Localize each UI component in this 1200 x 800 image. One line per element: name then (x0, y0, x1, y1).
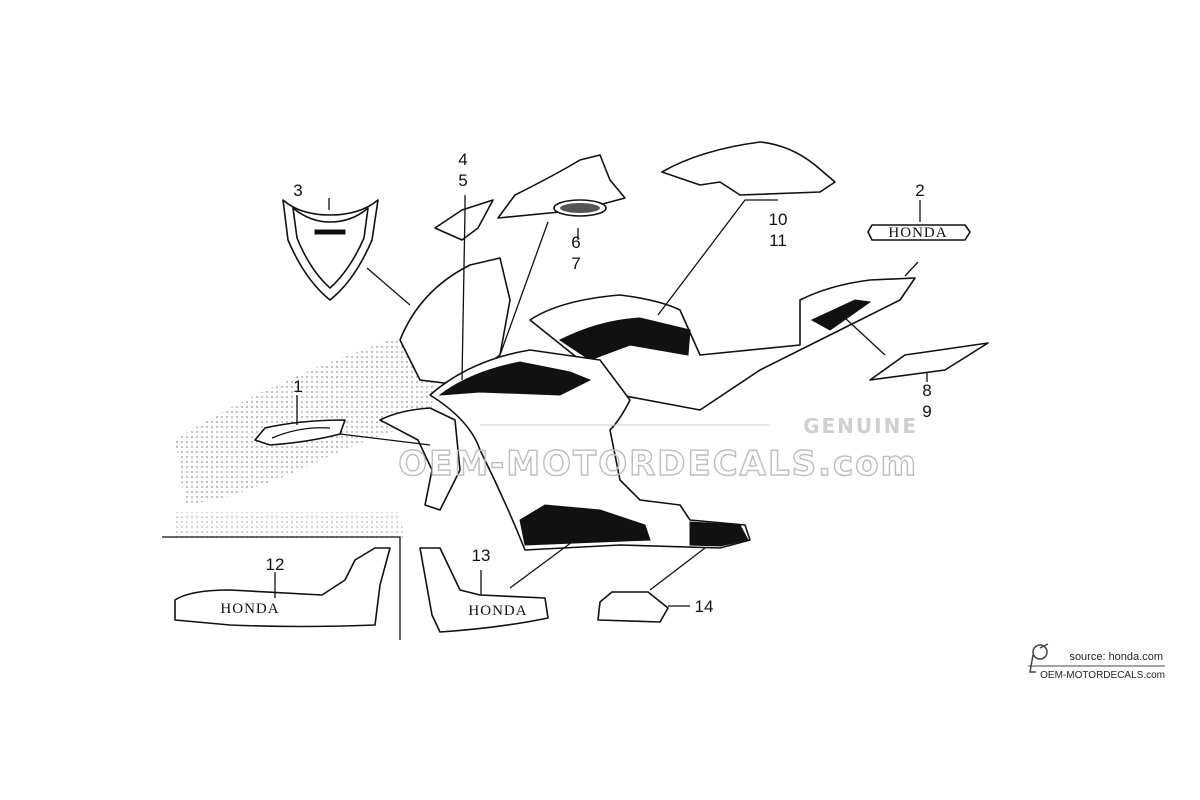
decal-part-13[interactable]: HONDA (419, 547, 549, 633)
callout-14: 14 (695, 597, 714, 616)
callout-10: 10 (769, 210, 788, 229)
callout-6: 6 (571, 233, 580, 252)
decal-part-14[interactable] (597, 591, 669, 623)
honda-text-2: HONDA (888, 225, 947, 241)
callout-9: 9 (922, 402, 931, 421)
callout-7: 7 (571, 254, 580, 273)
callout-3: 3 (293, 181, 302, 200)
callout-4: 4 (458, 150, 467, 169)
decal-part-8-9[interactable] (869, 342, 989, 381)
decal-part-4-5[interactable] (434, 199, 494, 241)
callout-12: 12 (266, 555, 285, 574)
decal-part-2[interactable]: HONDA (867, 224, 971, 241)
decal-part-3[interactable] (282, 199, 379, 301)
decal-part-12[interactable]: HONDA (174, 547, 391, 628)
callout-13: 13 (472, 546, 491, 565)
leader-lines (274, 195, 928, 607)
callout-2: 2 (915, 181, 924, 200)
honda-text-13: HONDA (468, 603, 527, 619)
callout-5: 5 (458, 171, 467, 190)
source-text: source: honda.com (1069, 651, 1163, 663)
decal-part-1[interactable] (254, 419, 346, 446)
watermark-genuine: GENUINE (803, 414, 918, 438)
source-credit: source: honda.com OEM-MOTORDECALS.com (1028, 643, 1165, 681)
section-divider (162, 536, 401, 640)
callout-11: 11 (769, 231, 787, 250)
source-brand: OEM-MOTORDECALS.com (1040, 670, 1165, 681)
callout-8: 8 (922, 381, 931, 400)
helmet-logo-icon (1029, 643, 1049, 673)
decal-part-6-7[interactable] (497, 154, 626, 219)
decal-part-10-11[interactable] (661, 141, 836, 196)
honda-text-12: HONDA (220, 601, 279, 617)
watermark-site: OEM-MOTORDECALS.com (398, 444, 918, 484)
fairing-assembly (379, 257, 916, 551)
callout-1: 1 (293, 377, 302, 396)
